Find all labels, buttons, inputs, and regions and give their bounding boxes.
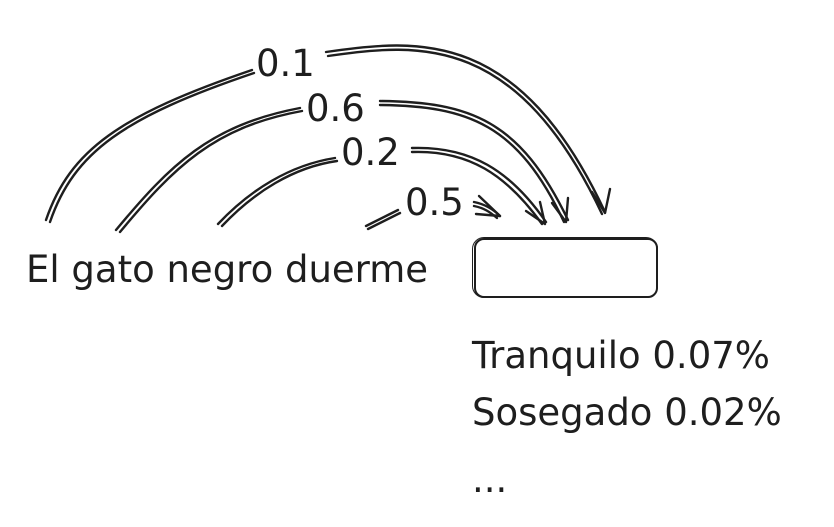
weight-label: 0.6: [306, 87, 365, 130]
arrow-gato: [114, 99, 570, 234]
weight-label: 0.2: [341, 131, 400, 174]
arrow-duerme: [364, 194, 502, 231]
candidate-item: Tranquilo 0.07%: [472, 334, 770, 377]
weight-label: 0.1: [256, 42, 315, 85]
arrow-negro: [216, 146, 548, 228]
candidate-ellipsis: ...: [472, 458, 508, 501]
weight-label: 0.5: [405, 181, 464, 224]
input-sentence: El gato negro duerme: [26, 248, 429, 291]
arrow-el: [44, 44, 612, 224]
prediction-slot: [472, 237, 658, 298]
candidate-item: Sosegado 0.02%: [472, 391, 782, 434]
